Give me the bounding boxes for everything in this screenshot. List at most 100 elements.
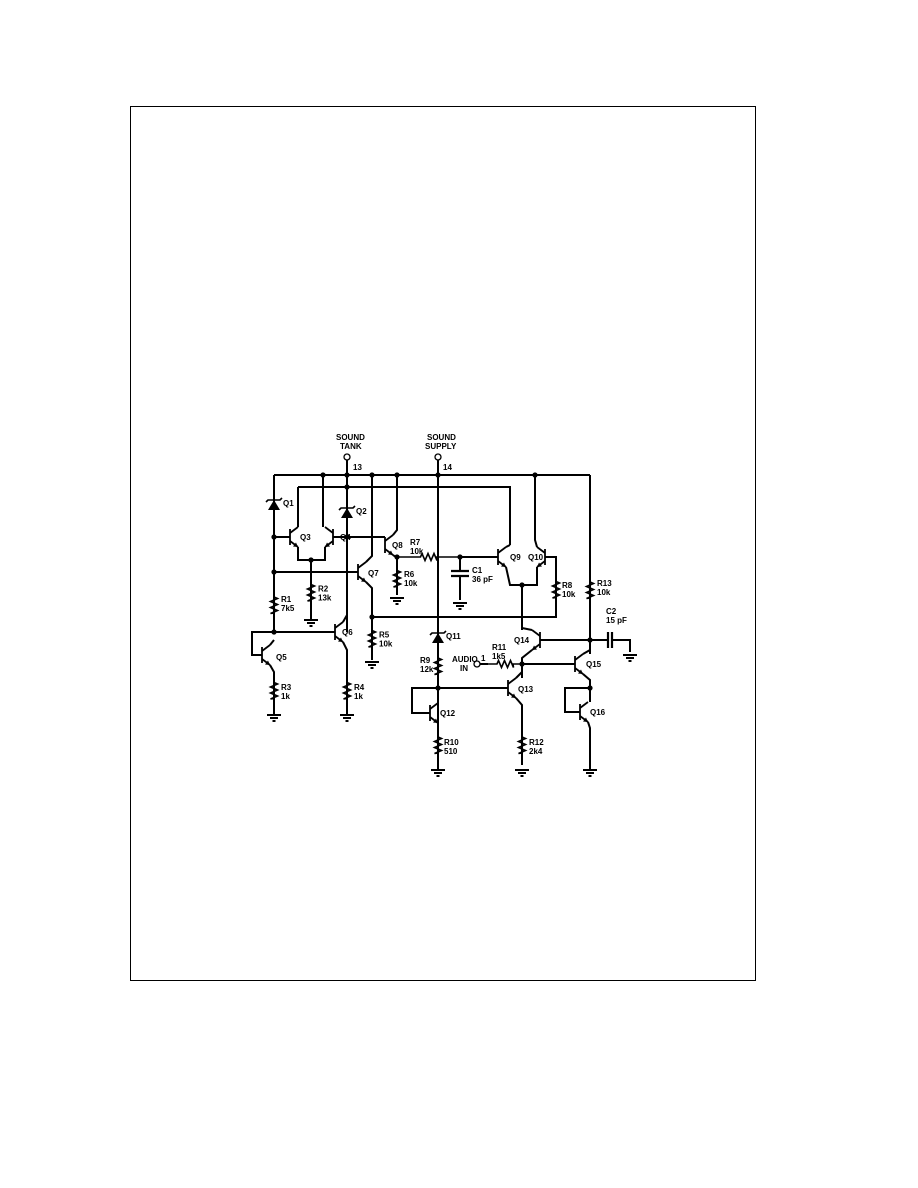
resistor-r5: [366, 622, 378, 655]
transistor-q3-label: Q3: [300, 533, 311, 542]
junction-dot: [587, 637, 593, 643]
junction-dot: [308, 557, 314, 563]
resistor-r6-name: R6: [404, 570, 415, 579]
pin-sound-tank-label-2: TANK: [340, 442, 362, 451]
wire: [505, 566, 538, 586]
junction-dot: [369, 614, 375, 620]
resistor-r1-name: R1: [281, 595, 292, 604]
junction-dot: [344, 484, 350, 490]
bias-rail: [298, 486, 511, 545]
audio-in-input[interactable]: [473, 660, 481, 668]
transistor-q14: [531, 629, 541, 651]
pin-sound-tank-label-1: SOUND: [336, 433, 365, 442]
transistor-q4: [324, 526, 334, 548]
transistor-q6-label: Q6: [342, 628, 353, 637]
capacitor-c2-value: 15 pF: [606, 616, 627, 625]
transistor-q10-label: Q10: [528, 553, 544, 562]
resistor-r11-name: R11: [492, 643, 507, 652]
resistor-r6-value: 10k: [404, 579, 418, 588]
transistor-q7-label: Q7: [368, 569, 379, 578]
zener-diode-q11: [429, 630, 447, 643]
resistor-r9-value: 12k: [420, 665, 434, 674]
ground-icon: [431, 769, 445, 777]
resistor-r13-value: 10k: [597, 588, 611, 597]
resistor-r11: [488, 658, 522, 670]
wire: [515, 671, 523, 679]
wire: [587, 721, 591, 770]
resistor-r2-name: R2: [318, 585, 329, 594]
resistor-r6: [391, 565, 403, 592]
resistor-r8-name: R8: [562, 581, 573, 590]
junction-dot: [271, 569, 277, 575]
transistor-q13: [507, 677, 517, 699]
resistor-r8-value: 10k: [562, 590, 576, 599]
transistor-q15-label: Q15: [586, 660, 602, 669]
capacitor-c2-name: C2: [606, 607, 617, 616]
wire: [564, 687, 590, 713]
junction-dot: [457, 554, 463, 560]
transistor-q16-label: Q16: [590, 708, 606, 717]
ground-icon: [623, 654, 637, 662]
pin-audio-in-label-2: IN: [460, 664, 468, 673]
resistor-r1: [268, 590, 280, 620]
resistor-r13-name: R13: [597, 579, 612, 588]
transistor-q4-label: Q4: [340, 533, 351, 542]
capacitor-c1-name: C1: [472, 566, 483, 575]
transistor-q12-label: Q12: [440, 709, 456, 718]
wire: [521, 627, 533, 631]
resistor-r3: [268, 676, 280, 705]
junction-dot: [369, 472, 375, 478]
zener-q2-label: Q2: [356, 507, 367, 516]
pin-14-number: 14: [443, 463, 452, 472]
transistor-q15: [574, 653, 584, 675]
ground-icon: [515, 769, 529, 777]
ground-icon: [365, 661, 379, 669]
transistor-q3: [289, 526, 299, 548]
capacitor-c1-value: 36 pF: [472, 575, 493, 584]
resistor-r4: [341, 676, 353, 705]
transistor-q5-label: Q5: [276, 653, 287, 662]
pin-audio-in-label-1: AUDIO: [452, 655, 478, 664]
zener-q1-label: Q1: [283, 499, 294, 508]
wires: [251, 460, 631, 770]
wire: [582, 649, 591, 655]
ground-icon: [453, 602, 467, 610]
resistor-r7-value: 10k: [410, 547, 424, 556]
junction-dot: [519, 582, 525, 588]
resistor-r3-name: R3: [281, 683, 292, 692]
labels: SOUND TANK 13 SOUND SUPPLY 14 AUDIO IN 1…: [276, 433, 627, 756]
pin-1-number: 1: [481, 654, 486, 663]
wire: [505, 544, 511, 548]
wire: [612, 639, 631, 652]
pin-14-sound-supply[interactable]: [434, 453, 442, 461]
resistor-r12: [516, 728, 528, 762]
resistor-r13: [584, 570, 596, 610]
transistor-q9: [497, 546, 507, 568]
transistor-q13-label: Q13: [518, 685, 534, 694]
resistor-r4-name: R4: [354, 683, 365, 692]
wire: [365, 581, 373, 660]
zener-diode-q1: [265, 497, 283, 510]
resistor-r9-name: R9: [420, 656, 431, 665]
resistor-r3-value: 1k: [281, 692, 290, 701]
ground-icon: [267, 714, 281, 722]
transistor-q5: [261, 644, 271, 666]
wire: [521, 649, 533, 678]
ground-icon: [304, 619, 318, 627]
wire: [342, 641, 348, 715]
transistor-q6: [334, 621, 344, 643]
pin-13-sound-tank[interactable]: [343, 453, 351, 461]
capacitor-c1: [451, 569, 469, 578]
ground-icon: [583, 769, 597, 777]
resistor-r5-name: R5: [379, 631, 390, 640]
resistor-r7: [397, 551, 460, 563]
junction-dot: [532, 472, 538, 478]
zener-q11-label: Q11: [446, 632, 461, 641]
junction-dot: [519, 661, 525, 667]
junction-dot: [587, 685, 593, 691]
junction-dot: [271, 534, 277, 540]
wire: [534, 475, 538, 548]
wire: [515, 697, 523, 765]
components: [261, 453, 637, 777]
